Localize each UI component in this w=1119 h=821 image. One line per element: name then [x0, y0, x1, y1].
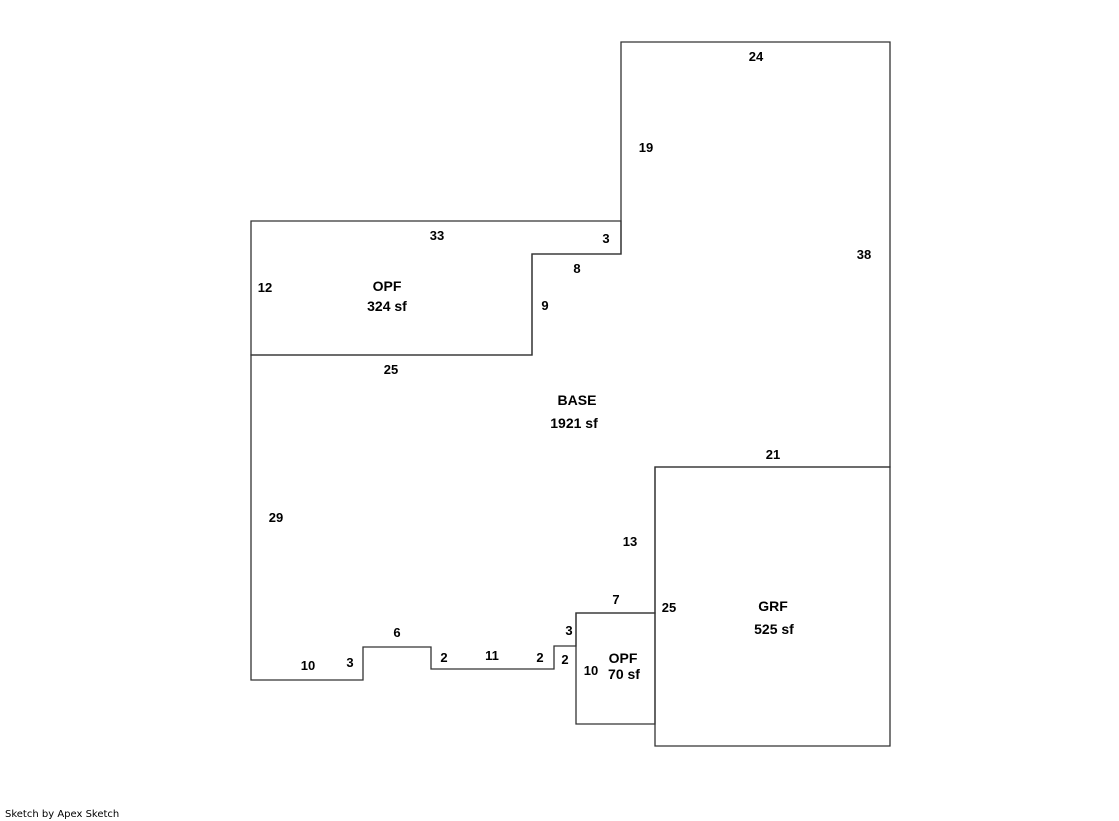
dim-label: 33: [430, 228, 444, 243]
dim-label: 11: [485, 648, 499, 663]
opf-large-size: 324 sf: [367, 298, 407, 314]
dim-label: 21: [766, 447, 780, 462]
base-outline: [250, 41, 891, 681]
dim-label: 2: [561, 652, 568, 667]
dim-label: 12: [258, 280, 272, 295]
dim-label: 25: [662, 600, 676, 615]
dim-label: 3: [346, 655, 353, 670]
dim-label: 2: [440, 650, 447, 665]
dim-label: 7: [612, 592, 619, 607]
dim-label: 38: [857, 247, 871, 262]
dim-label: 29: [269, 510, 283, 525]
dim-label: 10: [584, 663, 598, 678]
base-label: BASE: [558, 392, 597, 408]
opf-small-size: 70 sf: [608, 666, 640, 682]
opf-small-outline: [575, 612, 656, 725]
base-size: 1921 sf: [550, 415, 598, 431]
opf-small-label: OPF: [609, 650, 638, 666]
grf-size: 525 sf: [754, 621, 794, 637]
dim-label: 9: [541, 298, 548, 313]
dim-label: 13: [623, 534, 637, 549]
dim-label: 3: [565, 623, 572, 638]
dimension-labels: 24 19 38 33 3 8 12 9 25 21 29 13 7 25 6 …: [258, 49, 871, 678]
dim-label: 2: [536, 650, 543, 665]
sketch-credit: Sketch by Apex Sketch: [5, 809, 120, 820]
opf-large-outline: [250, 220, 622, 356]
dim-label: 3: [602, 231, 609, 246]
dim-label: 8: [573, 261, 580, 276]
dim-label: 25: [384, 362, 398, 377]
dim-label: 19: [639, 140, 653, 155]
dim-label: 10: [301, 658, 315, 673]
grf-label: GRF: [758, 598, 788, 614]
opf-large-label: OPF: [373, 278, 402, 294]
dim-label: 6: [393, 625, 400, 640]
dim-label: 24: [749, 49, 764, 64]
